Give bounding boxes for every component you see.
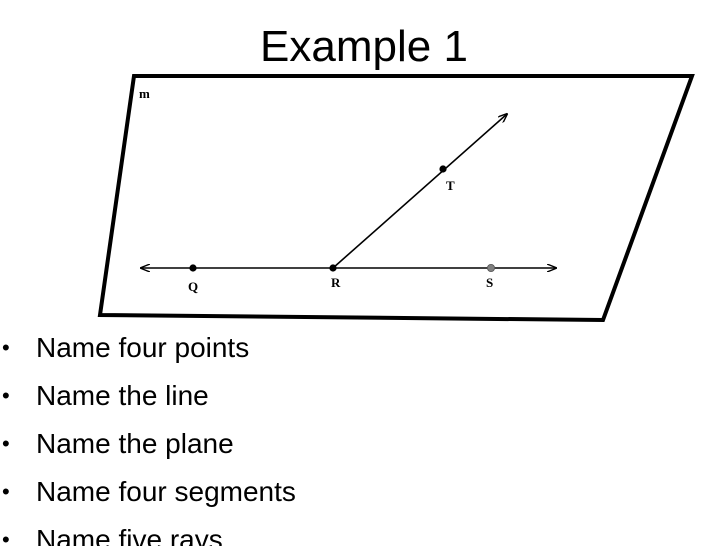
- slide-title: Example 1: [260, 22, 468, 71]
- point-label-s: S: [486, 275, 493, 290]
- question-text: Name four segments: [36, 476, 296, 507]
- bullet-marker: •: [2, 527, 10, 546]
- point-s: [486, 263, 495, 272]
- point-r: [329, 264, 337, 272]
- question-text: Name four points: [36, 332, 250, 363]
- plane-label: m: [139, 86, 150, 101]
- question-item: • Name the plane: [0, 424, 296, 472]
- question-item: • Name four points: [0, 328, 296, 376]
- question-text: Name the line: [36, 380, 209, 411]
- plane-m: [97, 74, 695, 323]
- bullet-marker: •: [2, 383, 10, 408]
- point-label-r: R: [331, 275, 341, 290]
- question-text: Name five rays: [36, 524, 223, 546]
- question-text: Name the plane: [36, 428, 234, 459]
- question-item: • Name five rays: [0, 520, 296, 546]
- ray-rt: [332, 114, 507, 269]
- point-label-q: Q: [188, 279, 198, 294]
- question-item: • Name four segments: [0, 472, 296, 520]
- bullet-marker: •: [2, 431, 10, 456]
- question-list: • Name four points • Name the line • Nam…: [0, 328, 296, 546]
- point-t: [439, 165, 447, 173]
- bullet-marker: •: [2, 479, 10, 504]
- question-item: • Name the line: [0, 376, 296, 424]
- point-q: [189, 264, 197, 272]
- bullet-marker: •: [2, 335, 10, 360]
- point-label-t: T: [446, 178, 455, 193]
